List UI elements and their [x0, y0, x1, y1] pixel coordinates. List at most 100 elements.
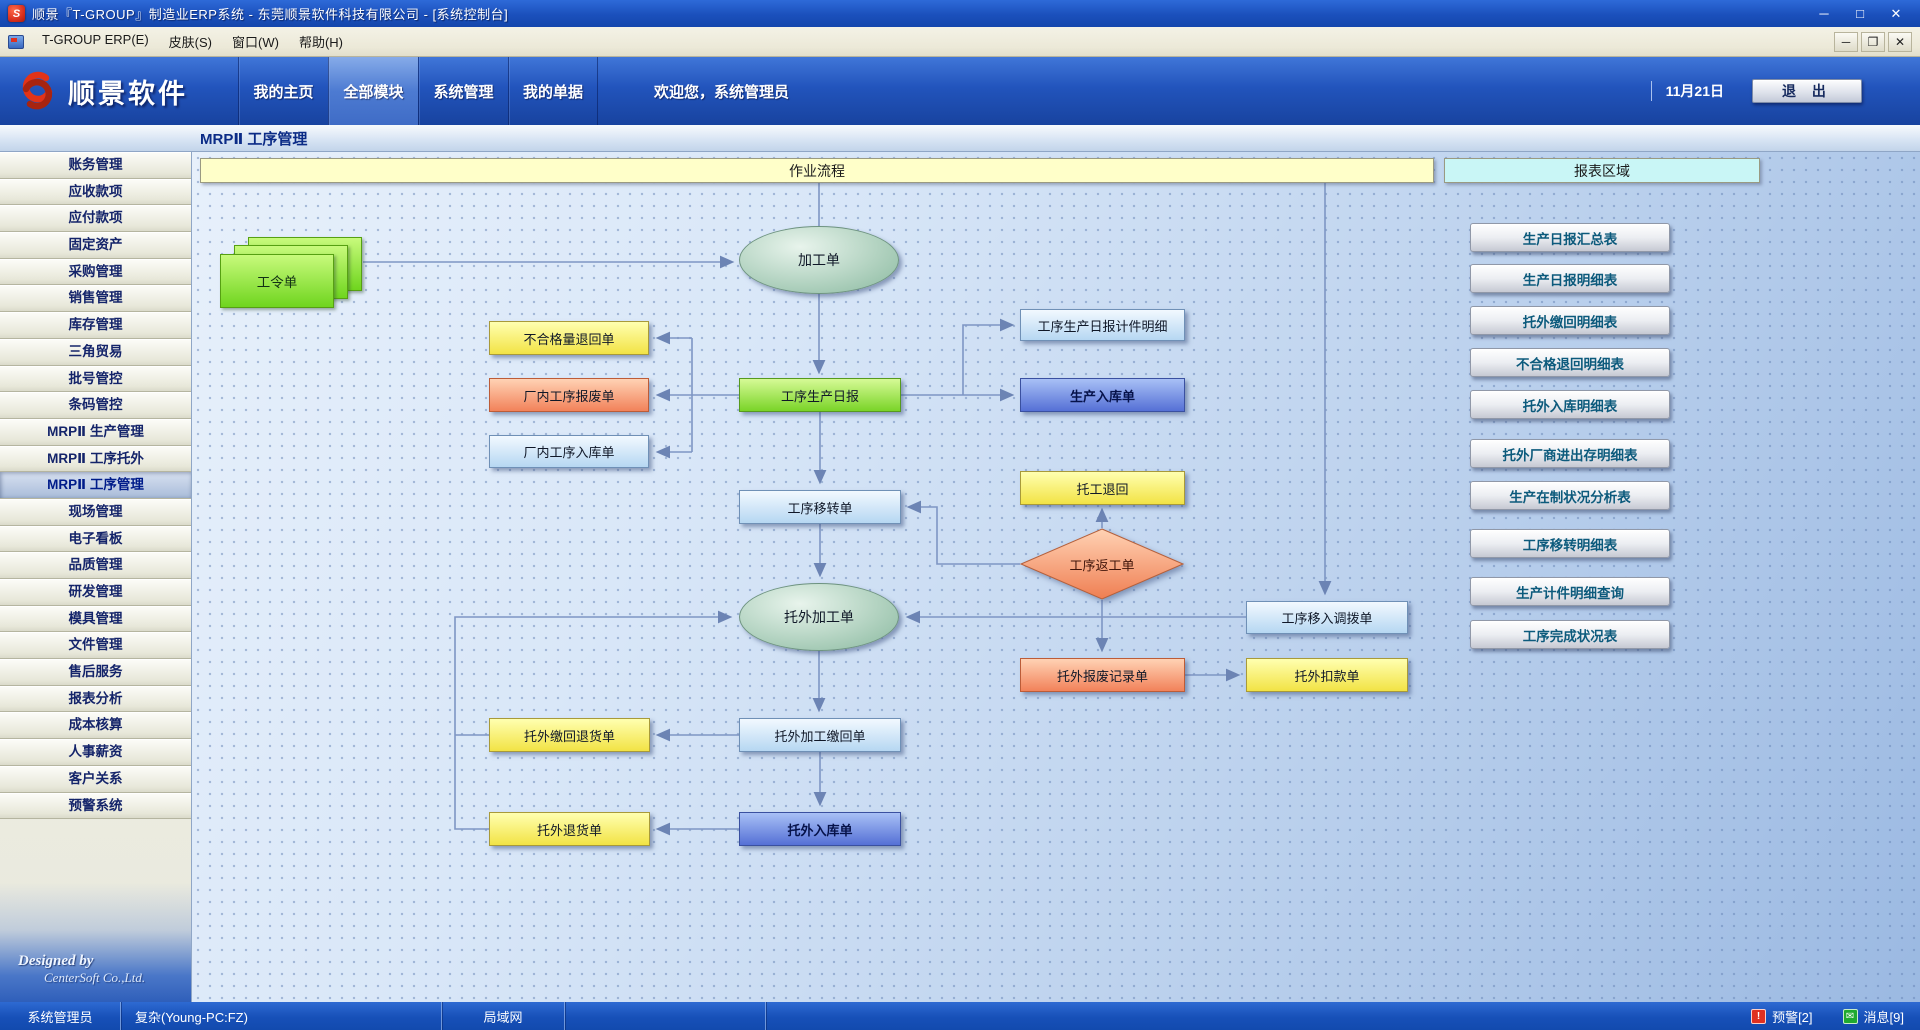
window-titlebar: S 顺景『T-GROUP』制造业ERP系统 - 东莞顺景软件科技有限公司 - [… [0, 0, 1920, 27]
nav-tab-3[interactable]: 系统管理 [418, 57, 508, 125]
report-button-2[interactable]: 生产日报明细表 [1470, 264, 1670, 293]
sidebar-item-6[interactable]: 销售管理 [0, 285, 191, 313]
sidebar-item-13[interactable]: MRPⅡ 工序管理 [0, 472, 191, 499]
report-button-1[interactable]: 生产日报汇总表 [1470, 223, 1670, 252]
messages-button[interactable]: ✉ 消息[9] [1842, 1007, 1904, 1026]
sidebar-item-1[interactable]: 账务管理 [0, 152, 191, 179]
sidebar-item-15[interactable]: 电子看板 [0, 525, 191, 553]
nav-tab-4[interactable]: 我的单据 [508, 57, 598, 125]
report-button-6[interactable]: 托外厂商进出存明细表 [1470, 439, 1670, 468]
sidebar-item-25[interactable]: 预警系统 [0, 792, 191, 820]
page-title-bar: MRPⅡ 工序管理 [0, 125, 1920, 152]
shunjing-logo-icon [22, 71, 53, 110]
sidebar-item-12[interactable]: MRPⅡ 工序托外 [0, 445, 191, 473]
mdi-restore-button[interactable]: ❐ [1861, 31, 1885, 52]
flow-node-tuowaikoukuan[interactable]: 托外扣款单 [1246, 658, 1408, 692]
mdi-close-button[interactable]: ✕ [1888, 31, 1912, 52]
window-title: 顺景『T-GROUP』制造业ERP系统 - 东莞顺景软件科技有限公司 - [系统… [32, 7, 509, 22]
alerts-button[interactable]: ! 预警[2] [1751, 1007, 1813, 1026]
mdi-minimize-button[interactable]: ─ [1834, 31, 1858, 52]
menu-item-1[interactable]: T-GROUP ERP(E) [42, 32, 149, 47]
sidebar-item-9[interactable]: 批号管控 [0, 365, 191, 393]
window-maximize-button[interactable]: □ [1856, 6, 1864, 21]
mdi-window-controls: ─ ❐ ✕ [1834, 31, 1912, 52]
flow-node-tuowaituihuo[interactable]: 托外退货单 [489, 812, 650, 846]
sidebar-item-17[interactable]: 研发管理 [0, 579, 191, 606]
sidebar-item-16[interactable]: 品质管理 [0, 552, 191, 579]
flow-node-gonglingdan[interactable]: 工令单 [220, 237, 362, 309]
sidebar-menu: 账务管理应收款项应付款项固定资产采购管理销售管理库存管理三角贸易批号管控条码管控… [0, 152, 191, 820]
sidebar-item-5[interactable]: 采购管理 [0, 258, 191, 286]
app-header: 顺景软件 我的主页全部模块系统管理我的单据 欢迎您，系统管理员 11月21日 退… [0, 57, 1920, 125]
app-icon: S [8, 5, 25, 22]
nav-tab-2[interactable]: 全部模块 [328, 57, 418, 125]
nav-tab-1[interactable]: 我的主页 [238, 57, 328, 125]
flow-node-gongxufangong[interactable]: 工序返工单 [1020, 528, 1184, 600]
menubar: T-GROUP ERP(E) 皮肤(S) 窗口(W) 帮助(H) ─ ❐ ✕ [0, 27, 1920, 57]
alerts-label: 预警[2] [1772, 1009, 1813, 1025]
menu-item-4[interactable]: 帮助(H) [298, 35, 343, 50]
window-close-button[interactable]: ✕ [1890, 5, 1902, 21]
header-right: 11月21日 退 出 [1650, 57, 1920, 125]
sidebar-item-11[interactable]: MRPⅡ 生产管理 [0, 418, 191, 446]
stack-card-front: 工令单 [220, 254, 334, 308]
flow-node-jiagongjiaohui[interactable]: 托外加工缴回单 [739, 718, 901, 752]
sidebar-item-14[interactable]: 现场管理 [0, 498, 191, 526]
flow-node-gongxuribao[interactable]: 工序生产日报 [739, 378, 901, 412]
flow-node-jiagongdan[interactable]: 加工单 [739, 226, 899, 294]
menu-item-2[interactable]: 皮肤(S) [168, 35, 213, 50]
sidebar-item-4[interactable]: 固定资产 [0, 232, 191, 259]
sidebar-item-23[interactable]: 人事薪资 [0, 739, 191, 766]
exit-button[interactable]: 退 出 [1752, 79, 1862, 103]
message-icon: ✉ [1842, 1008, 1858, 1024]
sidebar-item-18[interactable]: 模具管理 [0, 605, 191, 633]
flow-node-tuowairuku[interactable]: 托外入库单 [739, 812, 901, 846]
sidebar-item-20[interactable]: 售后服务 [0, 659, 191, 686]
flow-node-changneiruku[interactable]: 厂内工序入库单 [489, 435, 649, 468]
report-button-8[interactable]: 工序移转明细表 [1470, 529, 1670, 558]
flow-node-yirudiaobo[interactable]: 工序移入调拨单 [1246, 601, 1408, 634]
sidebar-item-10[interactable]: 条码管控 [0, 392, 191, 419]
report-button-3[interactable]: 托外缴回明细表 [1470, 306, 1670, 335]
flow-node-tuowaibaofei[interactable]: 托外报废记录单 [1020, 658, 1185, 692]
sidebar-item-24[interactable]: 客户关系 [0, 765, 191, 793]
welcome-text: 欢迎您，系统管理员 [654, 83, 790, 101]
window-minimize-button[interactable]: ─ [1819, 6, 1829, 21]
page-title: MRPⅡ 工序管理 [200, 130, 308, 148]
status-spacer [565, 1002, 765, 1030]
workflow-canvas: 作业流程 报表区域 工令单加工单不合格量退回单厂内工序报废单厂内工序入库单工序生… [192, 152, 1920, 1002]
sidebar-item-7[interactable]: 库存管理 [0, 312, 191, 339]
menu-items: T-GROUP ERP(E) 皮肤(S) 窗口(W) 帮助(H) [32, 27, 353, 56]
menu-item-3[interactable]: 窗口(W) [232, 35, 279, 50]
report-button-9[interactable]: 生产计件明细查询 [1470, 577, 1670, 606]
flow-node-buhegeliang[interactable]: 不合格量退回单 [489, 321, 649, 355]
flow-node-changneibaofei[interactable]: 厂内工序报废单 [489, 378, 649, 412]
sidebar: 账务管理应收款项应付款项固定资产采购管理销售管理库存管理三角贸易批号管控条码管控… [0, 152, 192, 1002]
designed-by: Designed by CenterSoft Co.,Ltd. [0, 882, 191, 1002]
logo: 顺景软件 [0, 57, 238, 125]
flow-node-tuogongtuihui[interactable]: 托工退回 [1020, 471, 1185, 505]
nav-tabs: 我的主页全部模块系统管理我的单据 [238, 57, 598, 125]
flow-node-jiaohuituihuo[interactable]: 托外缴回退货单 [489, 718, 650, 752]
report-button-4[interactable]: 不合格退回明细表 [1470, 348, 1670, 377]
flow-node-tuowaijiagong[interactable]: 托外加工单 [739, 583, 899, 651]
report-button-5[interactable]: 托外入库明细表 [1470, 390, 1670, 419]
sidebar-item-2[interactable]: 应收款项 [0, 178, 191, 206]
flow-connectors [363, 181, 1332, 836]
sidebar-item-21[interactable]: 报表分析 [0, 685, 191, 713]
flow-node-gongxuyizhuan[interactable]: 工序移转单 [739, 490, 901, 524]
designed-by-line2: CenterSoft Co.,Ltd. [44, 970, 146, 985]
report-button-10[interactable]: 工序完成状况表 [1470, 620, 1670, 649]
logo-text: 顺景软件 [68, 78, 188, 109]
sidebar-item-19[interactable]: 文件管理 [0, 632, 191, 660]
flow-node-ribaojijian[interactable]: 工序生产日报计件明细 [1020, 309, 1185, 341]
report-button-7[interactable]: 生产在制状况分析表 [1470, 481, 1670, 510]
sidebar-item-3[interactable]: 应付款项 [0, 205, 191, 233]
status-divider [120, 1002, 121, 1030]
status-divider [441, 1002, 442, 1030]
sidebar-item-8[interactable]: 三角贸易 [0, 338, 191, 366]
status-machine: 复杂(Young-PC:FZ) [135, 1009, 248, 1025]
sidebar-item-22[interactable]: 成本核算 [0, 712, 191, 740]
flow-node-shengchanruku[interactable]: 生产入库单 [1020, 378, 1185, 412]
alert-icon: ! [1751, 1008, 1767, 1024]
